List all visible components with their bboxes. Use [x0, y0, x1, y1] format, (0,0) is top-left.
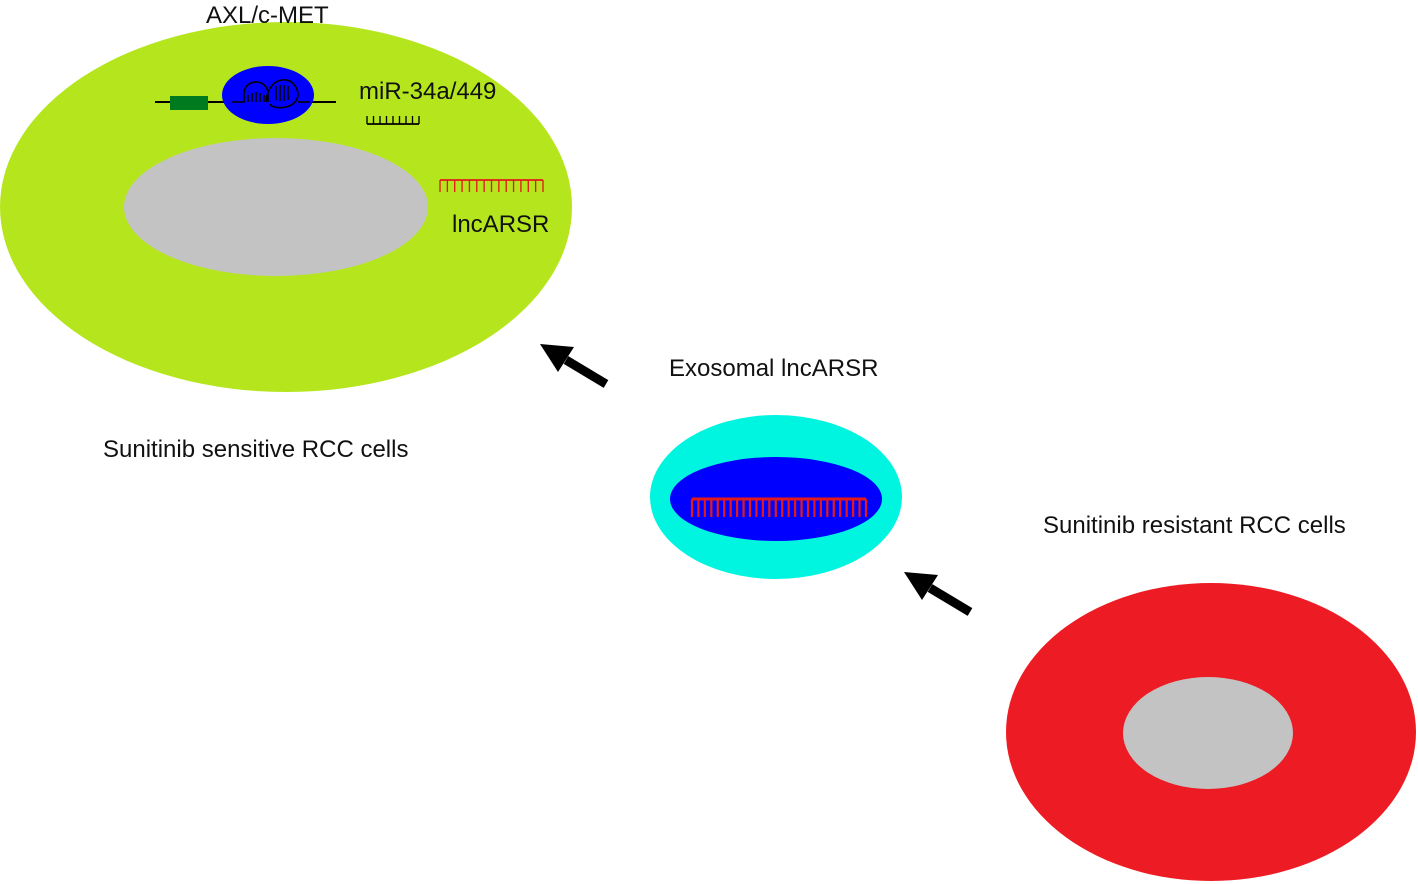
- mirna-strand: [366, 116, 420, 125]
- mirna-label: miR-34a/449: [359, 78, 497, 105]
- sensitive-rcc-cell: [0, 22, 572, 392]
- gene-box: [170, 96, 208, 110]
- resistant-cell-nucleus: [1123, 677, 1293, 789]
- resistant-cells-label: Sunitinib resistant RCC cells: [1043, 512, 1346, 539]
- arrow-to-sensitive-cell: [540, 344, 609, 388]
- lncarsr-strand: [439, 179, 544, 192]
- arrow-to-exosome: [904, 572, 973, 616]
- sensitive-cell-nucleus: [124, 138, 428, 276]
- exosome: [650, 415, 902, 579]
- exosomal-lncarsr-label: Exosomal lncARSR: [669, 355, 879, 382]
- lncarsr-label: lncARSR: [452, 211, 550, 238]
- gene-label: AXL/c-MET: [206, 2, 329, 29]
- hairpin-icon: [232, 79, 310, 109]
- exosomal-lncarsr-strand: [690, 497, 868, 517]
- sensitive-cells-label: Sunitinib sensitive RCC cells: [103, 436, 409, 463]
- gene-locus: [155, 66, 336, 124]
- resistant-rcc-cell: [1006, 583, 1416, 881]
